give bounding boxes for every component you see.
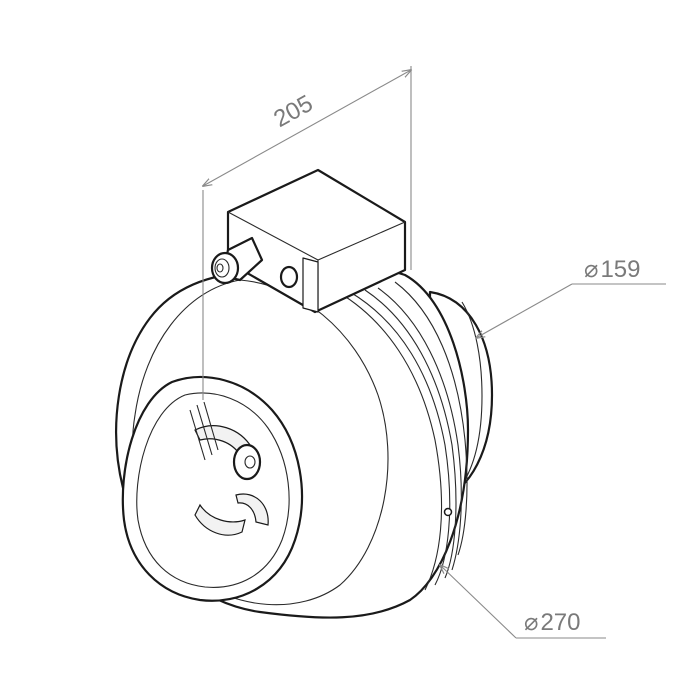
- leader-line: [440, 565, 517, 639]
- body-diameter-value: 270: [540, 609, 580, 636]
- svg-text:⌀270: ⌀270: [524, 609, 581, 636]
- outlet-diameter-value: 159: [600, 256, 640, 283]
- svg-text:⌀159: ⌀159: [584, 256, 641, 283]
- impeller-blade: [194, 503, 246, 536]
- dimension-line: [203, 70, 411, 186]
- screw-icon: [443, 507, 453, 517]
- impeller-hub: [232, 443, 262, 481]
- leader-line: [476, 283, 573, 338]
- diameter-symbol: ⌀: [584, 256, 598, 283]
- front-inlet: [121, 375, 453, 602]
- diameter-symbol: ⌀: [524, 609, 538, 636]
- cable-gland: [210, 236, 264, 285]
- impeller-blade: [235, 493, 269, 526]
- terminal-hole: [279, 265, 299, 289]
- dimension-body-diameter: ⌀270: [440, 565, 606, 639]
- dimension-outlet-diameter: ⌀159: [476, 256, 666, 338]
- terminal-box: [226, 168, 407, 314]
